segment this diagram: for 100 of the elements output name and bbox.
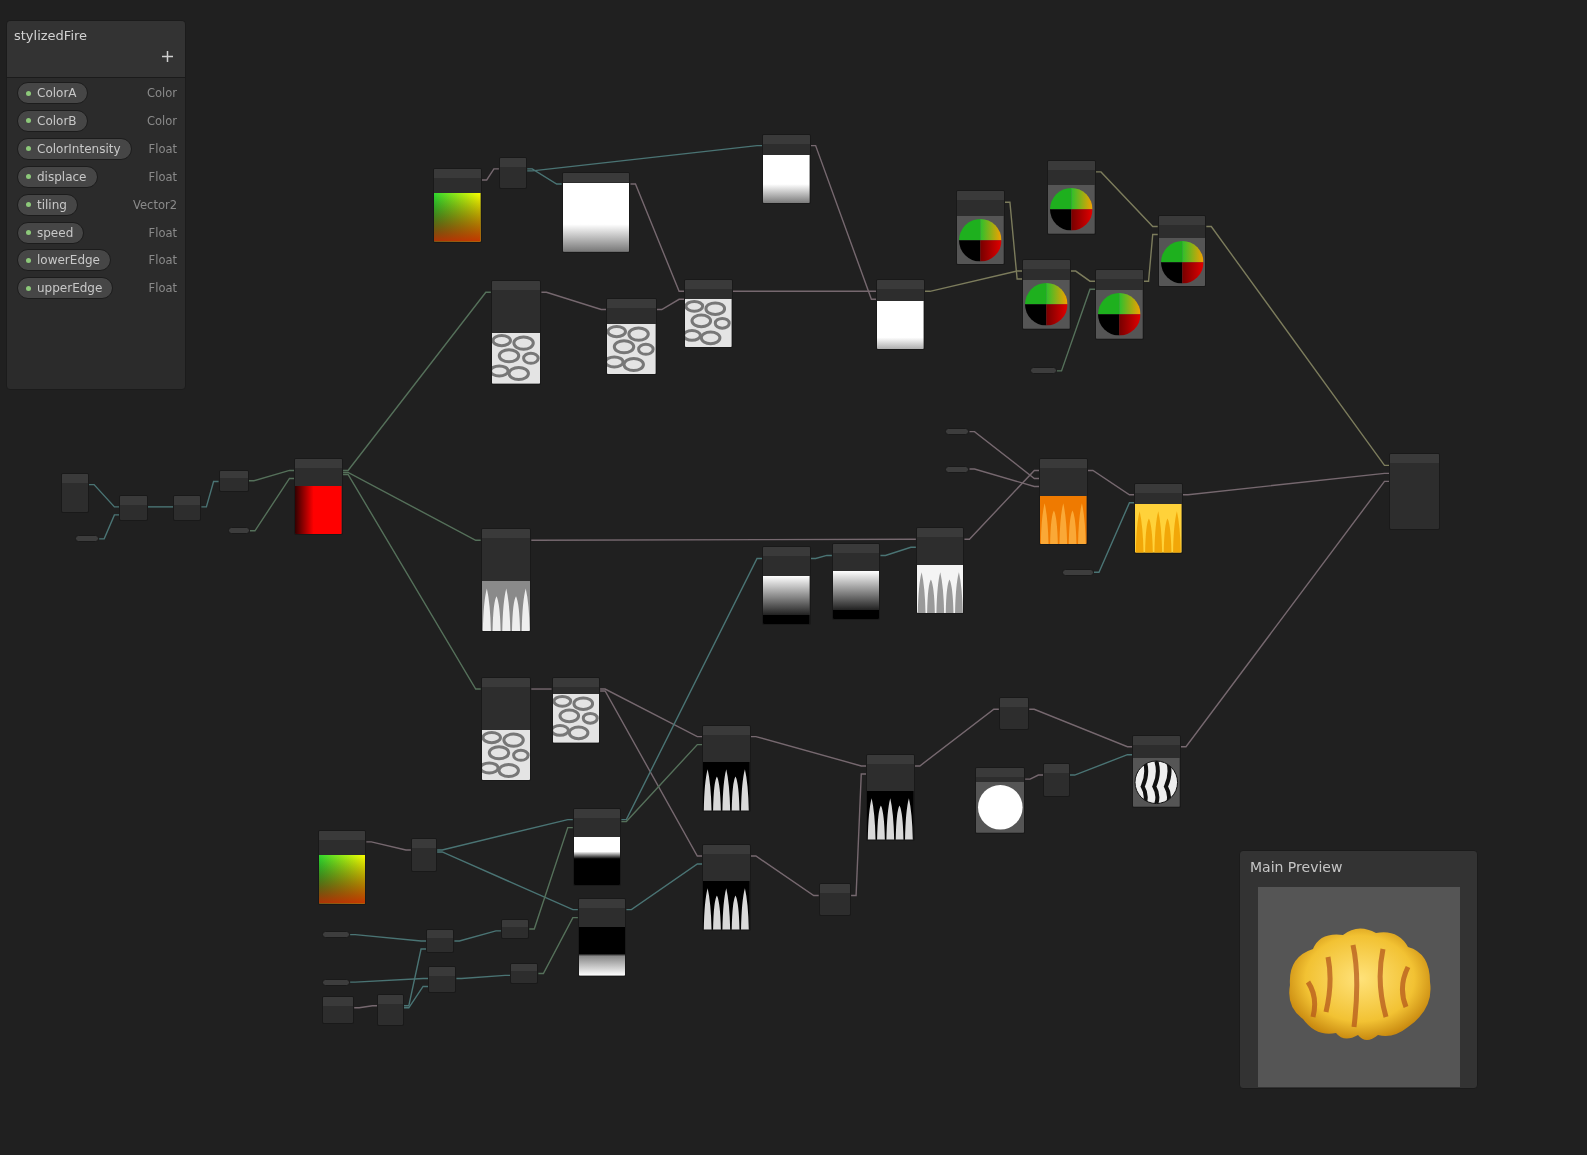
shader-node	[1132, 734, 1181, 808]
connection-wire	[248, 469, 296, 482]
connection-wire	[1055, 288, 1096, 372]
shader-node	[1039, 458, 1088, 546]
connection-wire	[1070, 270, 1096, 282]
connection-wire	[879, 546, 917, 557]
connection-wire	[732, 290, 878, 292]
connection-wire	[481, 168, 500, 181]
property-type: Float	[148, 281, 177, 296]
shader-node	[218, 469, 249, 492]
shader-node	[1043, 763, 1070, 798]
shader-node	[831, 543, 881, 621]
connection-wire	[620, 557, 763, 821]
property-capsule	[321, 931, 351, 939]
property-type: Vector2	[133, 197, 177, 212]
connection-wire	[530, 688, 553, 690]
property-pill: upperEdge	[17, 277, 114, 300]
property-capsule	[74, 535, 100, 543]
shader-node	[321, 995, 355, 1025]
shader-node	[702, 844, 751, 932]
connection-wire	[403, 985, 429, 1009]
connection-wire	[349, 933, 427, 942]
shader-node	[1134, 482, 1183, 554]
shader-node	[1389, 453, 1441, 531]
property-pill: ColorA	[17, 82, 88, 104]
shader-node	[572, 807, 622, 887]
property-pill: ColorB	[17, 109, 88, 132]
shader-node	[606, 297, 657, 376]
connection-wire	[98, 514, 121, 540]
connection-wire	[750, 855, 820, 897]
property-type: Float	[148, 225, 177, 240]
property-capsule	[227, 527, 250, 535]
connection-wire	[537, 916, 579, 975]
shader-node	[915, 527, 965, 615]
shader-node	[510, 963, 539, 984]
property-pill: lowerEdge	[17, 249, 111, 272]
connection-wire	[1028, 708, 1134, 748]
property-pill: tiling	[17, 193, 78, 216]
shader-node	[702, 724, 751, 812]
shader-node	[60, 472, 90, 514]
property-type: Float	[148, 253, 177, 268]
shader-node	[561, 172, 631, 253]
property-pill: displace	[17, 165, 98, 188]
property-type: Color	[146, 86, 177, 100]
connection-wire	[200, 480, 220, 508]
preview-window	[1239, 850, 1478, 1089]
connection-wire	[249, 477, 296, 532]
connection-wire	[1182, 472, 1391, 496]
shader-node	[119, 494, 148, 522]
panel-title: stylizedFire	[14, 28, 88, 43]
property-type: Float	[148, 169, 177, 184]
connection-wire	[342, 291, 492, 472]
connection-wire	[528, 826, 574, 930]
shader-node	[428, 966, 457, 993]
connection-wire	[88, 483, 121, 508]
shader-node	[480, 528, 532, 633]
property-capsule	[1030, 367, 1057, 375]
shader-node	[1157, 214, 1207, 288]
shader-node	[866, 753, 915, 841]
connection-wire	[850, 773, 867, 897]
connection-wire	[526, 168, 563, 185]
connection-wire	[342, 471, 482, 541]
connection-wire	[656, 298, 685, 311]
shader-node	[684, 279, 733, 349]
shader-node	[480, 677, 532, 782]
property-type: Float	[148, 141, 177, 156]
connection-wire	[403, 948, 427, 1007]
connection-wire	[1142, 233, 1159, 282]
shader-node	[818, 883, 852, 916]
window-title: Main Preview	[1250, 859, 1343, 875]
connection-wire	[365, 841, 412, 851]
shader-node	[498, 156, 528, 190]
shader-node	[577, 897, 627, 977]
property-capsule	[945, 465, 970, 473]
connection-wire	[540, 291, 607, 311]
shader-node	[762, 133, 811, 205]
shader-node	[974, 767, 1026, 834]
connection-wire	[1004, 201, 1023, 280]
connection-wire	[1093, 502, 1136, 573]
connection-wire	[914, 708, 1000, 767]
connection-wire	[1095, 171, 1159, 228]
connection-wire	[599, 688, 704, 738]
connection-wire	[924, 270, 1023, 292]
connection-wire	[629, 183, 685, 292]
property-capsule	[321, 978, 351, 986]
connection-wire	[349, 977, 429, 983]
connection-wire	[1069, 754, 1134, 776]
connection-wire	[455, 974, 511, 980]
connection-wire	[968, 430, 1040, 480]
shader-node	[294, 458, 344, 536]
shader-node	[173, 494, 202, 522]
shader-node	[1022, 259, 1071, 330]
connection-wire	[1205, 225, 1391, 467]
property-capsule	[945, 428, 970, 436]
connection-wire	[963, 469, 1040, 540]
shader-node	[762, 546, 811, 626]
shader-node	[490, 280, 542, 385]
shader-node	[876, 279, 925, 351]
connection-wire	[750, 735, 867, 767]
shader-node	[317, 829, 367, 905]
